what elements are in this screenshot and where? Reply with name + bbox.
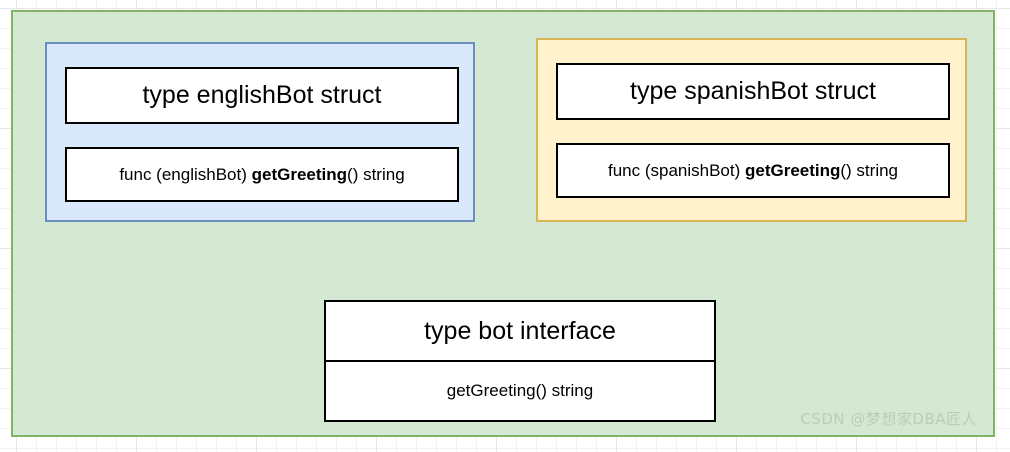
- englishbot-struct-label: type englishBot struct: [142, 81, 382, 109]
- bot-interface-method: getGreeting() string: [326, 362, 714, 420]
- spanishbot-method-name: getGreeting: [744, 160, 841, 180]
- spanishbot-struct-label: type spanishBot struct: [630, 77, 876, 105]
- englishbot-method-name: getGreeting: [251, 164, 348, 184]
- englishbot-method-suffix: () string: [347, 164, 405, 184]
- bot-interface-title-label: type bot interface: [424, 316, 616, 345]
- spanishbot-method-card[interactable]: func (spanishBot) getGreeting() string: [556, 143, 950, 198]
- csdn-watermark: CSDN @梦想家DBA匠人: [800, 410, 977, 428]
- bot-interface-box[interactable]: type bot interface getGreeting() string: [324, 300, 716, 422]
- outer-container: type englishBot struct func (englishBot)…: [11, 10, 995, 437]
- englishbot-group[interactable]: type englishBot struct func (englishBot)…: [45, 42, 475, 222]
- englishbot-method-prefix: func (englishBot): [119, 164, 252, 184]
- spanishbot-method-signature: func (spanishBot) getGreeting() string: [608, 161, 898, 181]
- spanishbot-struct-card[interactable]: type spanishBot struct: [556, 63, 950, 120]
- spanishbot-group[interactable]: type spanishBot struct func (spanishBot)…: [536, 38, 967, 222]
- spanishbot-method-suffix: () string: [840, 160, 899, 180]
- spanishbot-method-prefix: func (spanishBot): [607, 160, 745, 180]
- englishbot-method-signature: func (englishBot) getGreeting() string: [119, 165, 404, 185]
- bot-interface-title: type bot interface: [326, 302, 714, 362]
- bot-interface-method-label: getGreeting() string: [446, 381, 594, 400]
- englishbot-struct-card[interactable]: type englishBot struct: [65, 67, 459, 124]
- englishbot-method-card[interactable]: func (englishBot) getGreeting() string: [65, 147, 459, 202]
